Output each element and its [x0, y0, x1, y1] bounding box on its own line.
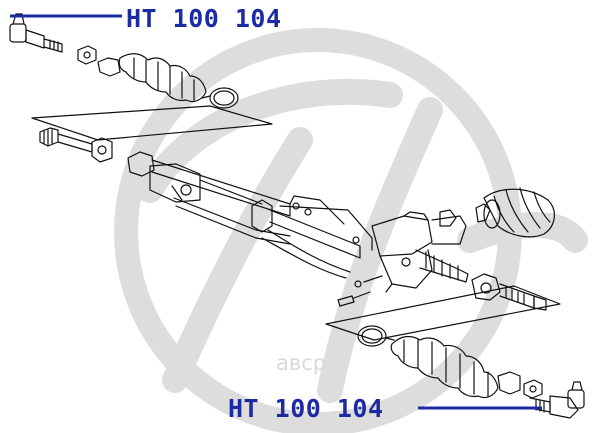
part-number-label-bottom: HT 100 104 — [228, 394, 384, 423]
part-number-label-top: HT 100 104 — [126, 4, 282, 33]
watermark-brand: авср — [276, 351, 327, 375]
clamp-top — [201, 87, 239, 109]
tie-rod-end-bottom — [529, 381, 585, 419]
watermark-text: авср.ru — [276, 353, 344, 374]
clamp-bottom — [357, 325, 395, 347]
nut-bottom — [523, 379, 543, 399]
tie-rod-top — [31, 105, 273, 163]
boot-top — [97, 53, 207, 103]
mounting-bolt — [337, 291, 371, 307]
watermark-tld: .ru — [326, 359, 344, 374]
tie-rod-end-top — [9, 13, 63, 53]
boot-bottom — [390, 335, 521, 399]
nut-top — [77, 45, 97, 65]
line-art — [9, 13, 585, 419]
rack-housing — [127, 151, 469, 293]
watermark-logo — [114, 28, 588, 433]
pinion-boot — [475, 187, 555, 238]
